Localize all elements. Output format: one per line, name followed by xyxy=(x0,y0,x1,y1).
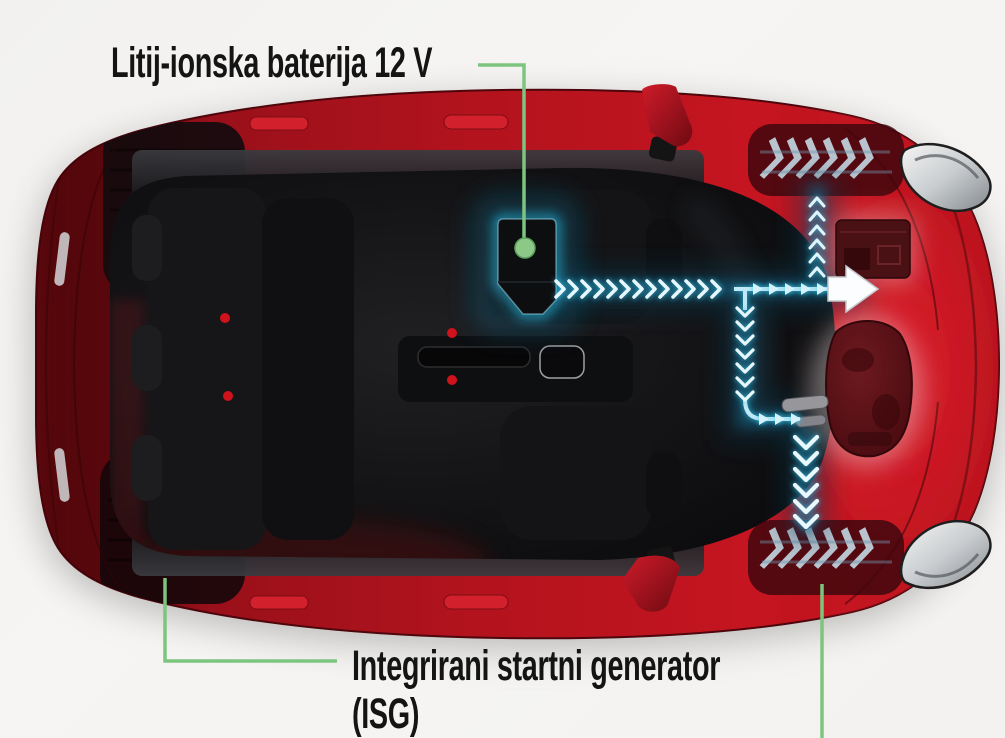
headlight-bottom xyxy=(899,520,992,590)
battery-unit xyxy=(493,214,561,319)
battery-leader-line xyxy=(478,63,526,240)
battery-label: Litij-ionska baterija 12 V xyxy=(111,39,433,87)
center-console xyxy=(398,336,633,402)
seatbelt-buckles xyxy=(220,313,457,401)
rear-bench-seat xyxy=(132,188,354,550)
front-right-wheel xyxy=(748,124,904,196)
isg-label-line2: (ISG) xyxy=(352,690,420,738)
ecu-box xyxy=(835,219,911,279)
isg-label-line1: Integrirani startni generator xyxy=(352,642,721,690)
energy-glow xyxy=(473,178,866,538)
energy-flow-path xyxy=(554,196,880,530)
white-arrow xyxy=(827,264,880,314)
front-seat-left xyxy=(500,406,682,540)
isg-leader-line xyxy=(163,578,337,663)
flow-chevrons-down xyxy=(735,306,755,402)
side-mirror-bottom xyxy=(622,546,680,612)
battery-leader-dot xyxy=(514,237,536,259)
cabin xyxy=(110,167,836,561)
engine-block xyxy=(825,319,913,458)
flow-chevrons-to-wheel xyxy=(792,434,820,530)
rear-lamp-top xyxy=(54,232,70,286)
side-mirror-top xyxy=(642,84,693,162)
drive-shafts xyxy=(781,394,829,428)
rear-lamp-bottom xyxy=(54,448,70,502)
door-handles xyxy=(249,114,509,610)
flow-chevrons-main xyxy=(554,279,722,299)
flow-triangles xyxy=(753,283,827,425)
headlight-top xyxy=(899,142,992,212)
isg-label: Integrirani startni generator (ISG) xyxy=(352,642,720,738)
callout-lines xyxy=(163,63,824,738)
flow-chevrons-up xyxy=(808,196,826,278)
front-left-wheel xyxy=(748,520,904,595)
